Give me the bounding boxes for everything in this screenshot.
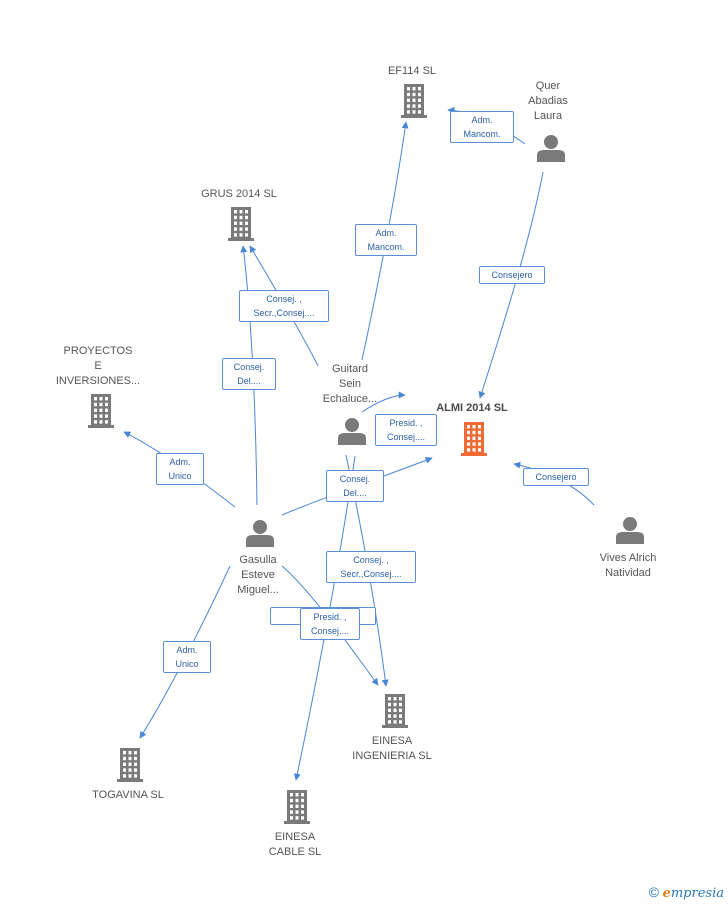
- edge-line-e3: [478, 171, 544, 399]
- building-icon-einesa_cable[interactable]: [284, 790, 310, 824]
- icons-layer: [88, 84, 644, 824]
- copyright-symbol: ©: [648, 884, 659, 900]
- building-icon-ef114[interactable]: [401, 84, 427, 118]
- node-label-proyectos[interactable]: PROYECTOS E INVERSIONES...: [55, 345, 141, 387]
- node-label-einesa_ing[interactable]: EINESA INGENIERIA SL: [352, 735, 432, 762]
- edge-label-e6[interactable]: Adm. Unico: [156, 453, 204, 485]
- person-icon-quer[interactable]: [537, 135, 565, 162]
- edge-label-e2[interactable]: Adm. Mancom.: [355, 224, 417, 256]
- footer-brand: © empresia: [649, 884, 724, 901]
- edge-label-e4[interactable]: Consej. , Secr.,Consej....: [239, 290, 329, 322]
- node-label-togavina[interactable]: TOGAVINA SL: [92, 789, 164, 801]
- edge-label-e10[interactable]: Consej. , Secr.,Consej....: [326, 551, 416, 583]
- person-icon-guitard[interactable]: [338, 418, 366, 445]
- building-icon-almi[interactable]: [461, 422, 487, 456]
- node-label-ef114[interactable]: EF114 SL: [387, 65, 437, 77]
- edge-label-e9[interactable]: Consejero: [523, 468, 589, 486]
- edge-label-e8[interactable]: Consej. Del....: [326, 470, 384, 502]
- edge-label-e7[interactable]: Presid. , Consej....: [375, 414, 437, 446]
- node-label-quer[interactable]: Quer Abadias Laura: [528, 80, 568, 122]
- brand-logo: empresia: [662, 886, 724, 901]
- edge-label-e1[interactable]: Adm. Mancom.: [450, 111, 514, 143]
- node-label-vives[interactable]: Vives Alrich Natividad: [599, 552, 657, 579]
- person-icon-gasulla[interactable]: [246, 520, 274, 547]
- edge-label-e12[interactable]: Presid. , Consej....: [300, 608, 360, 640]
- building-icon-proyectos[interactable]: [88, 394, 114, 428]
- building-icon-togavina[interactable]: [117, 748, 143, 782]
- node-label-gasulla[interactable]: Gasulla Esteve Miguel...: [237, 554, 279, 596]
- edge-line-e7: [361, 391, 406, 413]
- node-label-guitard[interactable]: Guitard Sein Echaluce...: [322, 363, 378, 405]
- edge-label-e5[interactable]: Consej. Del....: [222, 358, 276, 390]
- node-label-einesa_cable[interactable]: EINESA CABLE SL: [268, 831, 322, 858]
- building-icon-einesa_ing[interactable]: [382, 694, 408, 728]
- node-label-almi[interactable]: ALMI 2014 SL: [436, 402, 508, 414]
- node-label-grus[interactable]: GRUS 2014 SL: [201, 188, 277, 200]
- building-icon-grus[interactable]: [228, 207, 254, 241]
- edge-label-e3[interactable]: Consejero: [479, 266, 545, 284]
- edge-label-e13[interactable]: Adm. Unico: [163, 641, 211, 673]
- person-icon-vives[interactable]: [616, 517, 644, 544]
